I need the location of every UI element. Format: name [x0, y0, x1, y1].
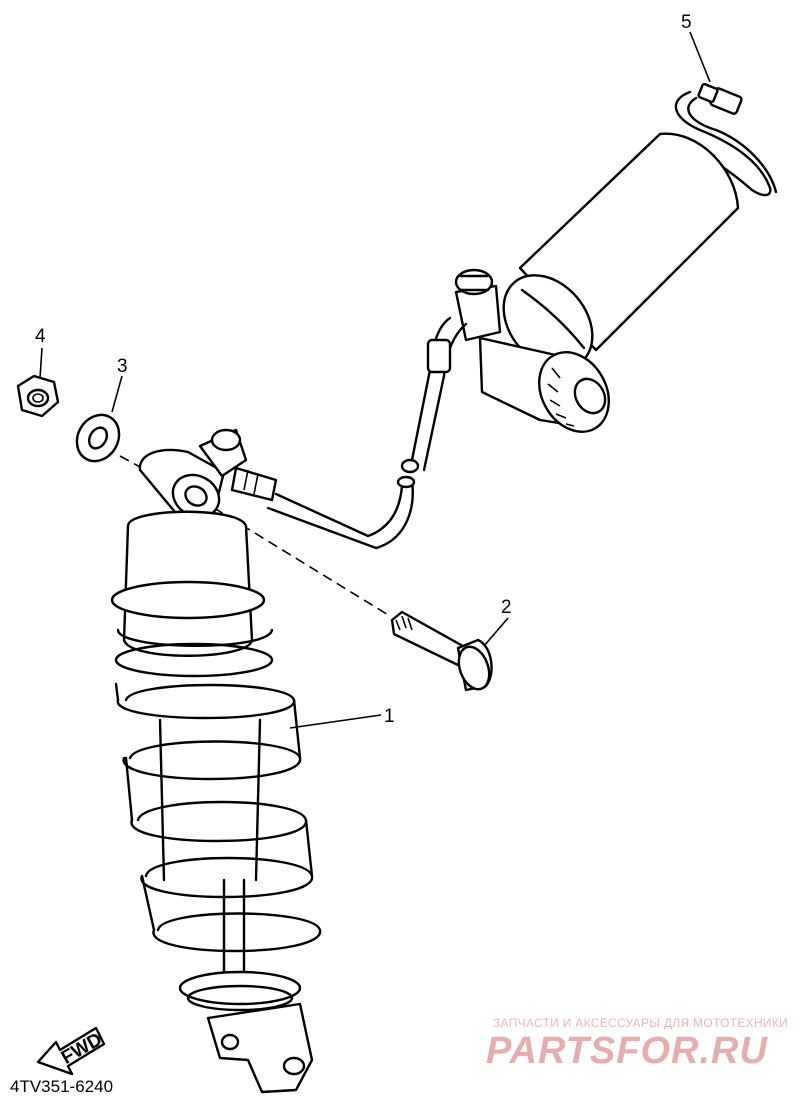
callout-2: 2	[501, 597, 512, 618]
callout-4: 4	[35, 326, 46, 347]
callouts: 1 2 3 4 5	[35, 12, 711, 729]
callout-1: 1	[384, 706, 395, 727]
fwd-label: FWD	[58, 1029, 106, 1069]
fwd-arrow-icon: FWD	[36, 1026, 106, 1076]
washer	[75, 413, 121, 463]
callout-3: 3	[117, 356, 128, 377]
clamp-band	[674, 82, 778, 197]
reservoir-tank	[454, 132, 740, 433]
shock-absorber	[110, 428, 322, 1094]
watermark-tagline: ЗАПЧАСТИ И АКСЕССУАРЫ ДЛЯ МОТОТЕХНИКИ	[493, 1016, 789, 1030]
spring	[114, 682, 322, 953]
watermark-brand: PARTSFOR.RU	[486, 1030, 768, 1072]
reservoir-hose	[266, 316, 468, 550]
callout-5: 5	[681, 12, 692, 33]
drawing-code: 4TV351-6240	[10, 1077, 114, 1096]
nut	[16, 374, 60, 418]
bolt	[390, 610, 493, 692]
